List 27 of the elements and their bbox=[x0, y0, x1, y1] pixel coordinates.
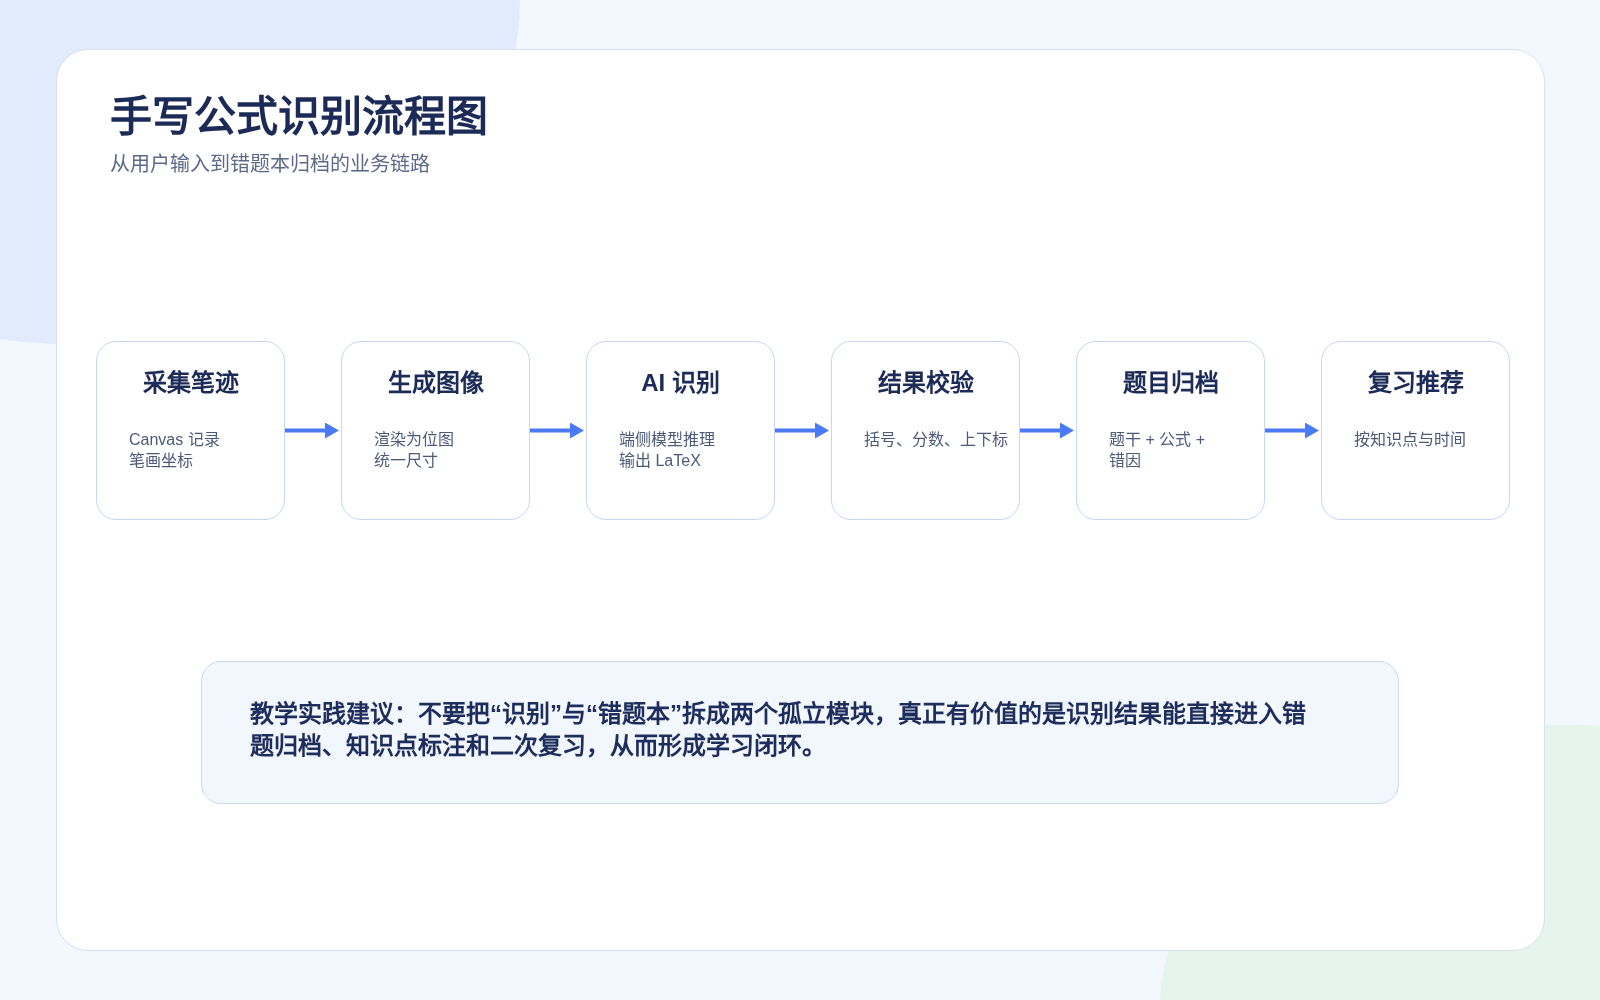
arrow bbox=[1020, 422, 1074, 439]
process-box bbox=[96, 341, 285, 520]
process-box bbox=[1076, 341, 1265, 520]
step-description: Canvas 记录笔画坐标 bbox=[129, 430, 221, 471]
arrow bbox=[1265, 422, 1319, 439]
step-description: 括号、分数、上下标 bbox=[864, 430, 1009, 450]
step-description: 题干 + 公式 + 错因 bbox=[1109, 430, 1207, 471]
step-title: 题目归档 bbox=[1121, 368, 1220, 398]
step-title: 生成图像 bbox=[386, 368, 485, 398]
process-box bbox=[341, 341, 530, 520]
step-title: 采集笔迹 bbox=[141, 368, 240, 398]
step-title: AI 识别 bbox=[640, 368, 721, 398]
step-title: 复习推荐 bbox=[1366, 368, 1465, 398]
step-title: 结果校验 bbox=[876, 368, 975, 398]
subtitle: 从用户输入到错题本归档的业务链路 bbox=[110, 152, 430, 176]
arrow bbox=[530, 422, 584, 439]
step-description: 按知识点与时间 bbox=[1354, 430, 1467, 450]
process-box bbox=[1321, 341, 1510, 520]
note-box bbox=[201, 661, 1399, 804]
diagram-title: 手写公式识别流程图 bbox=[110, 92, 488, 142]
step-description: 端侧模型推理输出 LaTeX bbox=[619, 430, 716, 471]
arrow bbox=[775, 422, 829, 439]
note-text: 教学实践建议：不要把“识别”与“错题本”拆成两个孤立模块，真正有价值的是识别结果能直接进入错题归档、知识点标注和二次复习，从而形成学习闭环。 bbox=[250, 699, 1307, 761]
step-description: 渲染为位图统一尺寸 bbox=[374, 430, 455, 471]
process-box bbox=[586, 341, 775, 520]
arrow bbox=[285, 422, 339, 439]
process-box bbox=[831, 341, 1020, 520]
